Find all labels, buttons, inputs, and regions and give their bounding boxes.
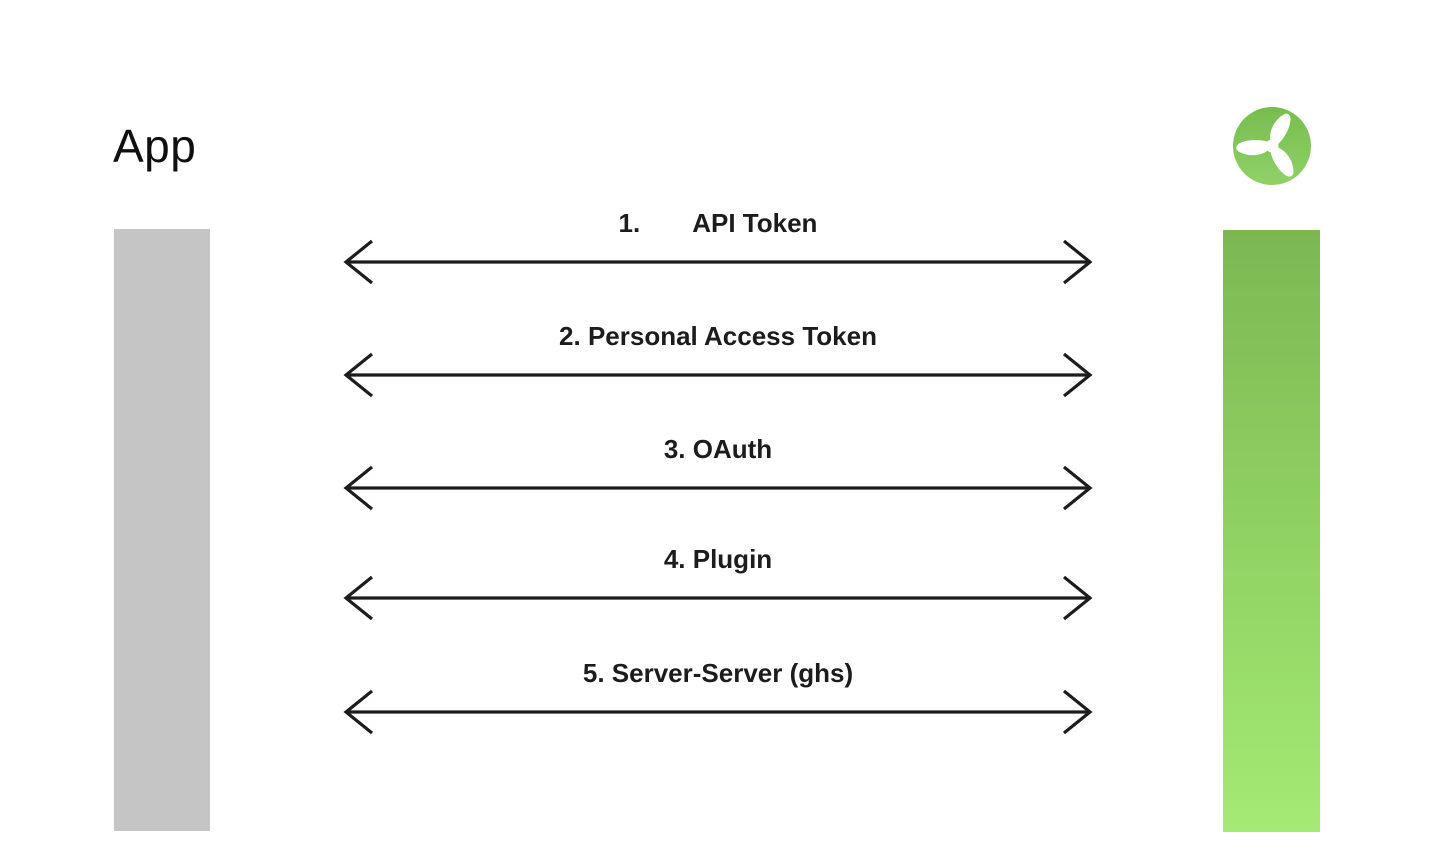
double-arrow bbox=[343, 352, 1093, 398]
double-arrow bbox=[343, 689, 1093, 735]
message-label: 4. Plugin bbox=[663, 544, 773, 574]
message-row-server-server: 5. Server-Server (ghs) bbox=[343, 657, 1093, 735]
message-label: 3. OAuth bbox=[663, 434, 773, 464]
message-row-oauth: 3. OAuth bbox=[343, 433, 1093, 511]
turbine-icon bbox=[1233, 107, 1311, 185]
app-lifeline-bar bbox=[114, 229, 210, 831]
message-row-personal-access-token: 2. Personal Access Token bbox=[343, 320, 1093, 398]
service-lifeline-bar bbox=[1223, 230, 1320, 832]
message-row-api-token: 1. API Token bbox=[343, 207, 1093, 285]
app-title: App bbox=[113, 120, 197, 172]
message-label: 5. Server-Server (ghs) bbox=[582, 658, 854, 688]
double-arrow bbox=[343, 239, 1093, 285]
message-label: 2. Personal Access Token bbox=[559, 321, 877, 351]
double-arrow bbox=[343, 465, 1093, 511]
message-label: 1. API Token bbox=[618, 208, 818, 238]
message-row-plugin: 4. Plugin bbox=[343, 543, 1093, 621]
double-arrow bbox=[343, 575, 1093, 621]
